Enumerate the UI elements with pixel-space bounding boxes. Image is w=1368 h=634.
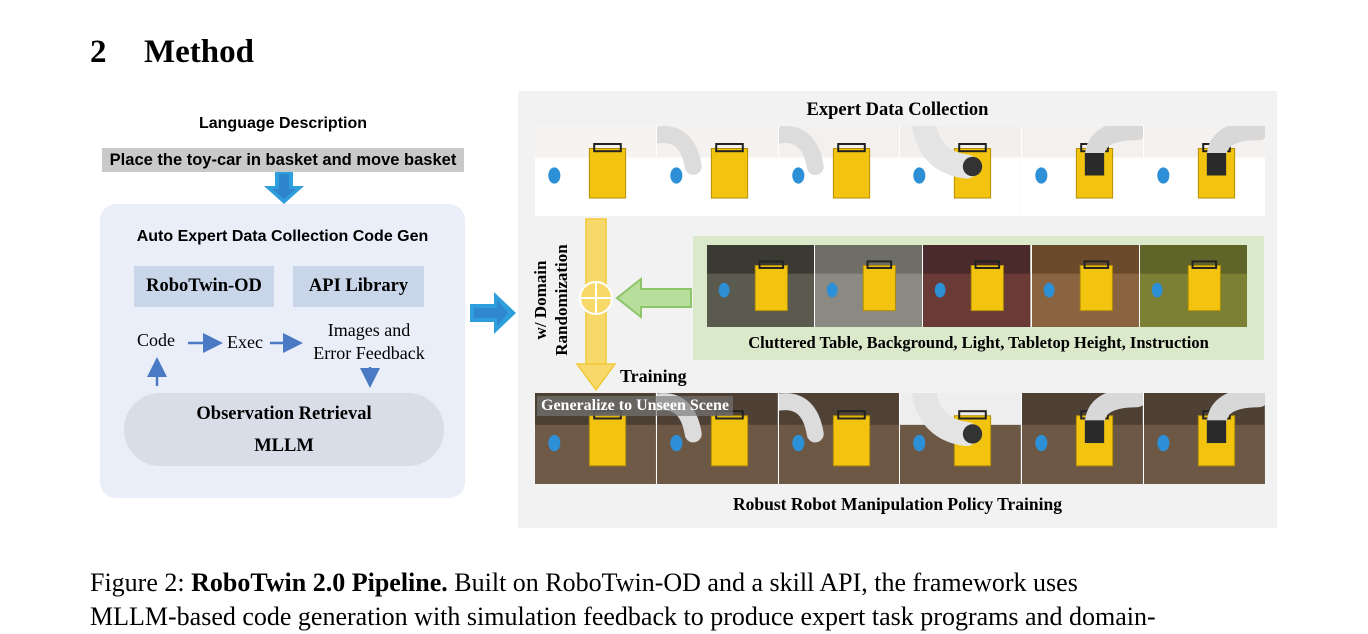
training-label: Training [620,366,687,386]
section-heading: 2 Method [90,34,254,71]
robotwin-od-chip: RoboTwin-OD [134,266,274,307]
expert-data-title: Expert Data Collection [806,100,989,120]
feedback-line-1: Images and [327,320,411,340]
code-label: Code [137,330,175,350]
down-arrow-icon [264,172,304,204]
exec-label: Exec [227,332,263,352]
clutter-caption: Cluttered Table, Background, Light, Tabl… [748,333,1209,352]
language-description-title: Language Description [198,115,368,132]
scene-image-unseen-4 [900,393,1023,484]
policy-title: Robust Robot Manipulation Policy Trainin… [733,494,1062,514]
scene-image-grid-table [707,245,816,327]
feedback-label: Images and Error Feedback [300,319,438,365]
green-left-arrow [615,276,692,320]
figure-caption: Figure 2: RoboTwin 2.0 Pipeline. Built o… [90,566,1280,634]
scene-image-white-table-6 [1144,126,1265,216]
section-title: Method [144,34,254,70]
feedback-line-2: Error Feedback [313,343,425,363]
scene-image-grey-table [815,245,924,327]
expert-frames-strip [535,126,1265,216]
scene-image-white-table-2 [656,126,779,216]
section-number: 2 [90,34,107,70]
randomized-frames-strip [707,245,1248,327]
scene-image-unseen-3 [778,393,901,484]
scene-image-white-table-4 [900,126,1023,216]
scene-image-white-table-1 [535,126,657,216]
caption-line1: Built on RoboTwin-OD and a skill API, th… [447,568,1078,597]
observation-retrieval-label: Observation Retrieval [196,404,372,424]
domain-rand-line-2: Randomization [552,244,571,356]
domain-rand-line-1: w/ Domain [531,260,550,340]
generalize-label: Generalize to Unseen Scene [537,396,733,416]
mllm-label: MLLM [254,436,314,456]
instruction-text: Place the toy-car in basket and move bas… [102,148,464,172]
caption-line2: MLLM-based code generation with simulati… [90,602,1156,631]
scene-image-dark-red-table [923,245,1032,327]
caption-bold: RoboTwin 2.0 Pipeline. [191,568,448,597]
scene-image-unseen-5 [1022,393,1145,484]
training-arrows [575,218,692,392]
yellow-arrow-head [575,363,617,392]
scene-image-unseen-6 [1144,393,1265,484]
observation-pill [124,393,444,466]
caption-prefix: Figure 2: [90,568,192,597]
flow-arrows [147,333,380,388]
api-library-chip: API Library [293,266,424,307]
codegen-title: Auto Expert Data Collection Code Gen [136,228,429,245]
scene-image-white-table-3 [778,126,901,216]
scene-image-white-table-5 [1022,126,1145,216]
right-arrow-icon [470,292,516,334]
scene-image-wood-table [1031,245,1140,327]
scene-image-olive-table [1139,245,1248,327]
